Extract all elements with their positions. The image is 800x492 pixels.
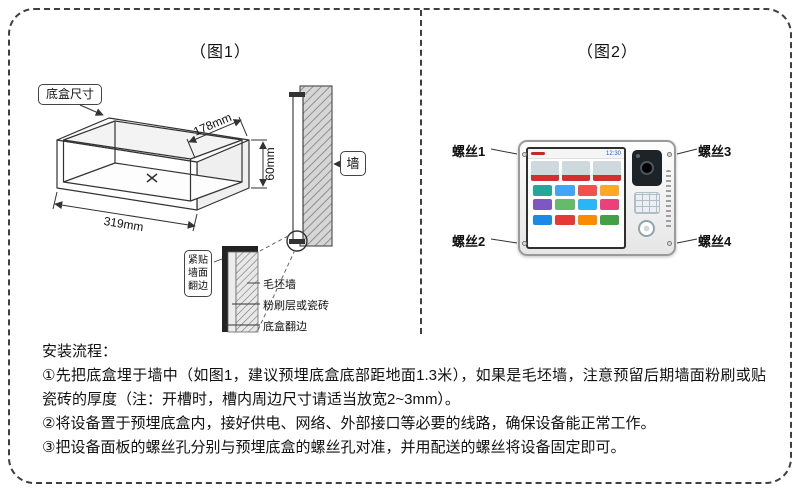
installation-instructions: 安装流程： ①先把底盒埋于墙中（如图1，建议预埋底盒底部距地面1.3米），如果是… [42, 340, 766, 460]
photo-tile [562, 161, 590, 181]
status-banner-icon [531, 152, 545, 155]
app-tile-icon [599, 199, 619, 210]
wall-label: 墙 [340, 151, 366, 176]
photo-tile [593, 161, 621, 181]
camera-module [632, 150, 662, 186]
screen-button [533, 215, 553, 225]
device-screen: 12:30 [526, 147, 626, 249]
flange-face-label: 紧贴墙面翻边 [184, 250, 212, 297]
screen-photo-tiles [528, 159, 624, 183]
screw-hole-icon [522, 152, 527, 157]
screen-button [599, 215, 619, 225]
photo-tile [531, 161, 559, 181]
screw-hole-icon [522, 241, 527, 246]
app-tile-icon [533, 185, 553, 196]
screen-time: 12:30 [605, 150, 621, 157]
camera-lens-icon [640, 161, 654, 175]
page-dashed-border [8, 8, 792, 484]
screw-hole-icon [667, 152, 672, 157]
figure2-title: （图2） [577, 44, 638, 61]
camera-small-lens-icon [636, 154, 640, 158]
plaster-label: 粉刷层或瓷砖 [263, 300, 329, 312]
instruction-step-1: ①先把底盒埋于墙中（如图1，建议预埋底盒底部距地面1.3米），如果是毛坯墙，注意… [42, 367, 766, 408]
screen-app-grid [528, 183, 624, 212]
box-size-label: 底盒尺寸 [38, 84, 102, 105]
section-divider [420, 10, 422, 334]
instruction-step-3: ③把设备面板的螺丝孔分别与预埋底盒的螺丝孔对准，并用配送的螺丝将设备固定即可。 [42, 439, 626, 456]
card-reader-area [634, 192, 660, 214]
screw4-label: 螺丝4 [698, 234, 732, 249]
device-panel: 12:30 [518, 140, 676, 256]
speaker-grille-icon [666, 170, 671, 228]
app-tile-icon [555, 199, 575, 210]
screen-button [577, 215, 597, 225]
screw1-label: 螺丝1 [452, 144, 486, 159]
figure1-title: （图1） [190, 44, 251, 61]
app-tile-icon [533, 199, 553, 210]
screen-button [555, 215, 575, 225]
screen-status-bar: 12:30 [528, 149, 624, 159]
app-tile-icon [555, 185, 575, 196]
flange-label: 底盒翻边 [263, 321, 307, 333]
screen-button-row [528, 212, 624, 228]
app-tile-icon [599, 185, 619, 196]
screw3-label: 螺丝3 [698, 144, 732, 159]
fingerprint-sensor-icon [638, 220, 655, 237]
instructions-heading: 安装流程： [42, 343, 118, 360]
screw2-label: 螺丝2 [452, 234, 486, 249]
app-tile-icon [577, 199, 597, 210]
screw-hole-icon [667, 241, 672, 246]
app-tile-icon [577, 185, 597, 196]
instruction-step-2: ②将设备置于预埋底盒内，接好供电、网络、外部接口等必要的线路，确保设备能正常工作… [42, 415, 656, 432]
rough-wall-label: 毛坯墙 [263, 279, 296, 291]
